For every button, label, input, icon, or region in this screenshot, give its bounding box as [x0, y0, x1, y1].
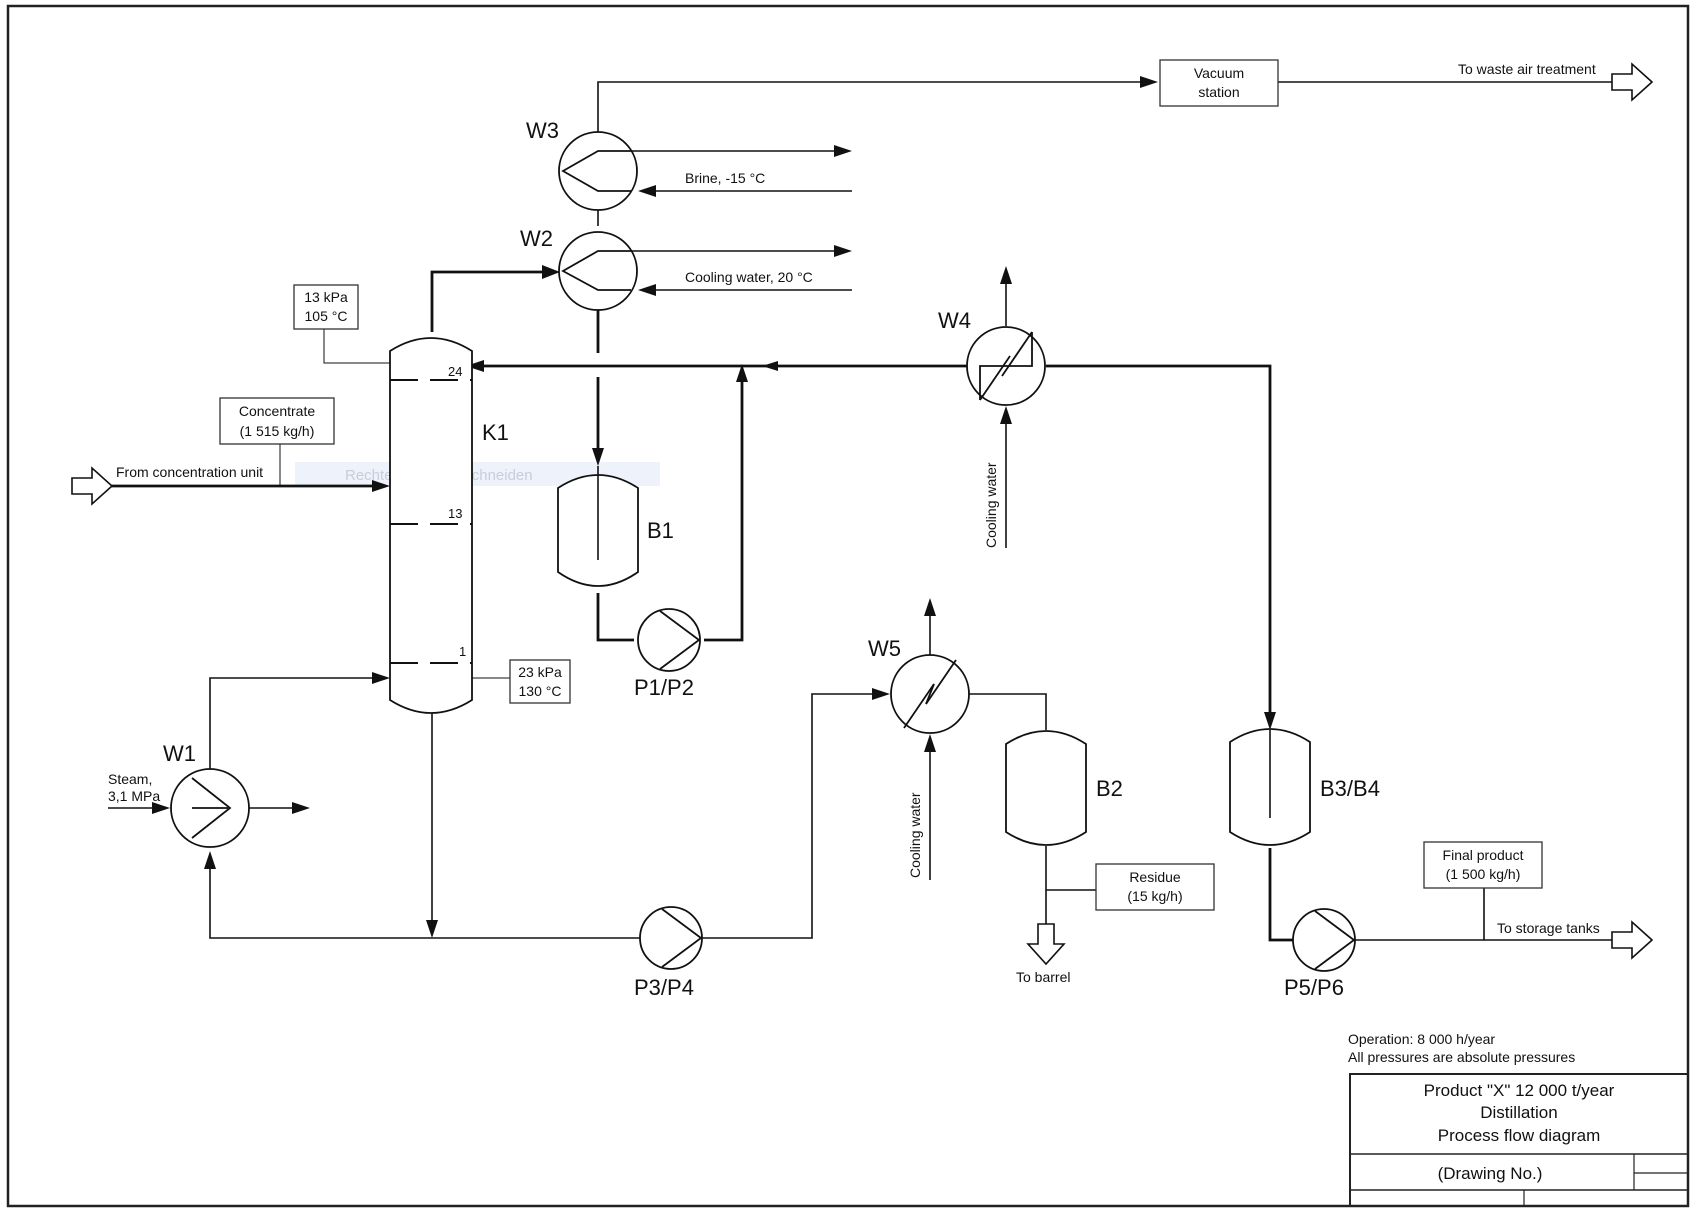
to-barrel-label: To barrel [1016, 969, 1070, 985]
bottom-pressure: 23 kPa [518, 664, 562, 680]
overhead-vapour-line [430, 270, 545, 332]
cooling-water-w2-label: Cooling water, 20 °C [685, 269, 813, 285]
drawing-number: (Drawing No.) [1438, 1164, 1543, 1183]
vessel-b2 [1005, 730, 1087, 846]
heat-exchanger-w3 [558, 131, 638, 211]
storage-off-page-arrow [1611, 920, 1654, 960]
label-b2: B2 [1096, 776, 1123, 801]
steam-label: Steam, [108, 771, 152, 787]
residue-label: Residue [1129, 869, 1181, 885]
bottom-conditions-box [509, 659, 571, 704]
vacuum-station-box [1159, 59, 1279, 107]
cooling-water-w4-label: Cooling water [983, 462, 999, 548]
steam-pressure-label: 3,1 MPa [108, 788, 160, 804]
tray-13: 13 [448, 506, 462, 521]
from-concentration-label: From concentration unit [116, 464, 263, 480]
tray-24: 24 [448, 364, 462, 379]
pump-p3p4 [639, 906, 703, 970]
final-product-label: Final product [1443, 847, 1524, 863]
top-temperature: 105 °C [305, 308, 348, 324]
tray-1: 1 [459, 644, 466, 659]
top-pressure: 13 kPa [304, 289, 348, 305]
label-w1: W1 [163, 741, 196, 766]
cooling-water-w5-label: Cooling water [907, 792, 923, 878]
column-k1 [389, 337, 473, 714]
vacuum-label-2: station [1198, 84, 1239, 100]
residue-flow: (15 kg/h) [1127, 888, 1182, 904]
vacuum-label-1: Vacuum [1194, 65, 1244, 81]
barrel-off-page-arrow [1026, 923, 1066, 966]
label-w5: W5 [868, 636, 901, 661]
operation-note: Operation: 8 000 h/year [1348, 1031, 1495, 1047]
label-p3p4: P3/P4 [634, 975, 694, 1000]
label-k1: K1 [482, 420, 509, 445]
label-w4: W4 [938, 308, 971, 333]
heat-exchanger-w2 [558, 231, 638, 311]
pressure-note: All pressures are absolute pressures [1348, 1049, 1575, 1065]
distillate-line [1046, 364, 1272, 716]
concentrate-flow: (1 515 kg/h) [240, 423, 315, 439]
drawing-frame [6, 4, 1690, 1208]
feed-off-page-arrow [71, 466, 114, 506]
label-p1p2: P1/P2 [634, 675, 694, 700]
label-w2: W2 [520, 226, 553, 251]
residue-box [1095, 863, 1215, 911]
waste-air-label: To waste air treatment [1458, 61, 1596, 77]
vent-line [597, 81, 1145, 226]
bottom-temperature: 130 °C [519, 683, 562, 699]
final-product-box [1423, 841, 1543, 889]
title-diagram-type: Process flow diagram [1438, 1126, 1601, 1145]
title-block [1349, 1073, 1689, 1207]
concentrate-label: Concentrate [239, 403, 315, 419]
pump-p5p6 [1292, 908, 1356, 972]
label-w3: W3 [526, 118, 559, 143]
label-b3b4: B3/B4 [1320, 776, 1380, 801]
title-distillation: Distillation [1480, 1103, 1557, 1122]
pump-p1p2 [637, 608, 701, 672]
final-product-flow: (1 500 kg/h) [1446, 866, 1521, 882]
label-p5p6: P5/P6 [1284, 975, 1344, 1000]
title-product: Product "X" 12 000 t/year [1424, 1081, 1615, 1100]
top-conditions-box [293, 284, 359, 330]
to-storage-label: To storage tanks [1497, 920, 1600, 936]
waste-air-off-page-arrow [1611, 62, 1654, 102]
concentrate-box [219, 397, 335, 445]
label-b1: B1 [647, 518, 674, 543]
brine-label: Brine, -15 °C [685, 170, 765, 186]
